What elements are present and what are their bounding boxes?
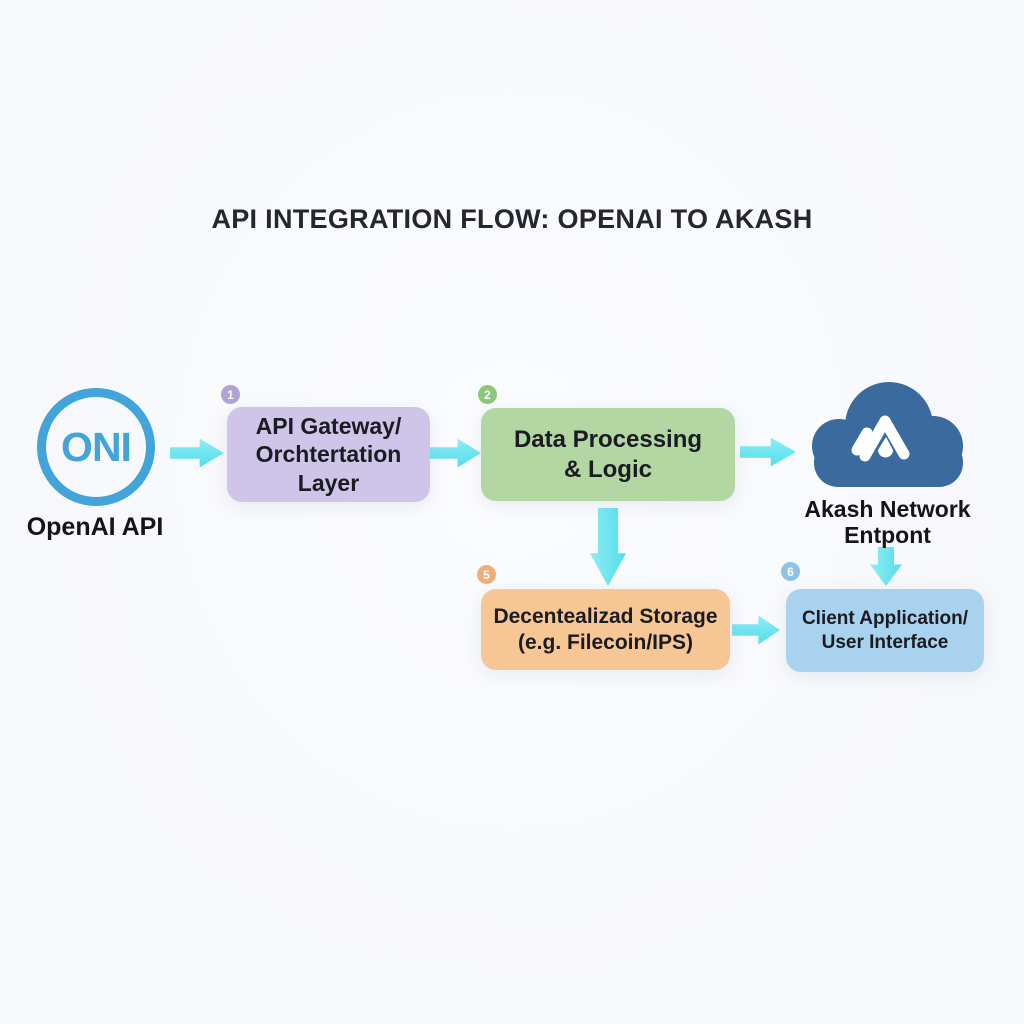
- openai-label: OpenAI API: [26, 513, 164, 541]
- step-badge-client: 6: [781, 562, 800, 581]
- storage-box: Decentealizad Storage (e.g. Filecoin/IPS…: [481, 589, 730, 670]
- openai-logo-icon: ONI: [37, 388, 155, 506]
- step-badge-processing: 2: [478, 385, 497, 404]
- gateway-box: API Gateway/ Orchtertation Layer: [227, 407, 430, 502]
- arrow-openai-to-gateway-icon: [170, 438, 224, 468]
- arrow-gateway-to-processing-icon: [429, 438, 481, 468]
- akash-droplet-glyph: [878, 437, 893, 458]
- arrow-akash-to-client-icon: [870, 547, 902, 586]
- akash-label: Akash Network Entpont: [804, 496, 971, 549]
- akash-a-glyph: [851, 415, 910, 462]
- arrow-processing-to-akash-icon: [740, 437, 796, 467]
- step-badge-gateway: 1: [221, 385, 240, 404]
- arrow-storage-to-client-icon: [732, 615, 780, 645]
- openai-logo-text: ONI: [61, 423, 132, 470]
- akash-cloud-icon: [812, 382, 963, 487]
- step-badge-storage: 5: [477, 565, 496, 584]
- processing-box: Data Processing & Logic: [481, 408, 735, 501]
- client-box: Client Application/ User Interface: [786, 589, 984, 672]
- diagram-title: API INTEGRATION FLOW: OPENAI TO AKASH: [211, 204, 813, 234]
- arrow-processing-to-storage-icon: [590, 508, 626, 586]
